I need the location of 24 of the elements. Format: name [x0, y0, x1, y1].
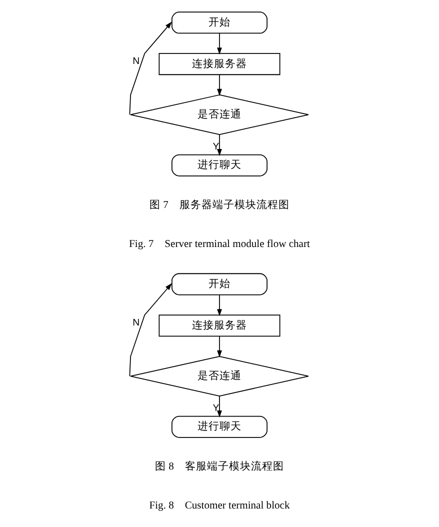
arrow [217, 396, 222, 418]
arrow [217, 134, 222, 156]
arrow [129, 283, 172, 377]
arrow [217, 336, 222, 358]
label: 图 8 客服端子模块流程图 [155, 462, 284, 473]
edge-label: Y [212, 142, 220, 153]
label: Fig. 7 Server terminal module flow chart [129, 238, 310, 250]
arrow [217, 74, 222, 96]
arrow [217, 33, 222, 55]
edge-label: N [132, 318, 140, 329]
node-box: 进行聊天 [172, 416, 268, 438]
node-diamond: 是否连通 [130, 94, 309, 135]
node-box: 连接服务器 [158, 53, 280, 76]
node-diamond: 是否连通 [130, 356, 309, 396]
node-box: 开始 [172, 273, 268, 296]
edge-label: Y [212, 403, 220, 414]
node-box: 连接服务器 [158, 314, 280, 337]
edge-label: N [132, 56, 140, 68]
label: 图 7 服务器端子模块流程图 [150, 200, 290, 212]
arrow [217, 294, 222, 316]
node-box: 开始 [172, 12, 268, 34]
arrow [129, 22, 172, 116]
label: Fig. 8 Customer terminal block [149, 500, 290, 512]
node-box: 进行聊天 [172, 154, 268, 176]
